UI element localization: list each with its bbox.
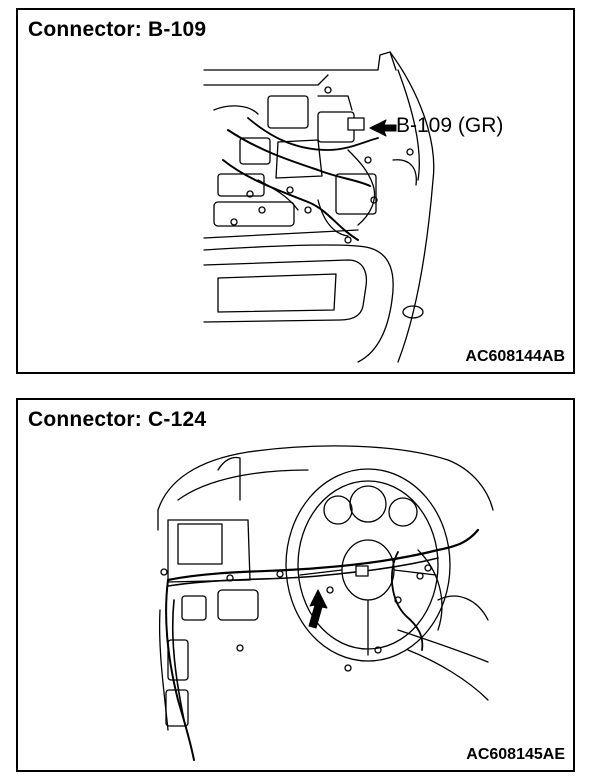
arrow-icon (369, 119, 397, 137)
lower-grille (217, 273, 337, 313)
figure-title: Connector: C-124 (28, 408, 207, 431)
figure-connector-b109: Connector: B-109 (16, 8, 575, 374)
steering-wheel (285, 468, 451, 662)
instrument-panel-illustration (157, 445, 494, 761)
connector-b109 (347, 117, 365, 131)
fender-outline (389, 51, 435, 363)
hood-edge (203, 51, 397, 71)
dashboard-top (157, 445, 494, 511)
engine-compartment-illustration (203, 51, 435, 363)
figure-code: AC608145AE (466, 746, 565, 763)
figure-code: AC608144AB (465, 348, 565, 365)
figure-connector-c124: Connector: C-124 (16, 398, 575, 772)
fog-lamp (402, 305, 424, 319)
relay-box (335, 173, 377, 215)
center-display (177, 523, 223, 565)
figure-title: Connector: B-109 (28, 18, 207, 41)
wiring-harness (166, 528, 480, 582)
connector-callout: B-109 (GR) (396, 114, 504, 137)
bumper-outline (203, 259, 368, 323)
arrow-icon (308, 589, 328, 629)
connector-c124 (355, 565, 369, 577)
